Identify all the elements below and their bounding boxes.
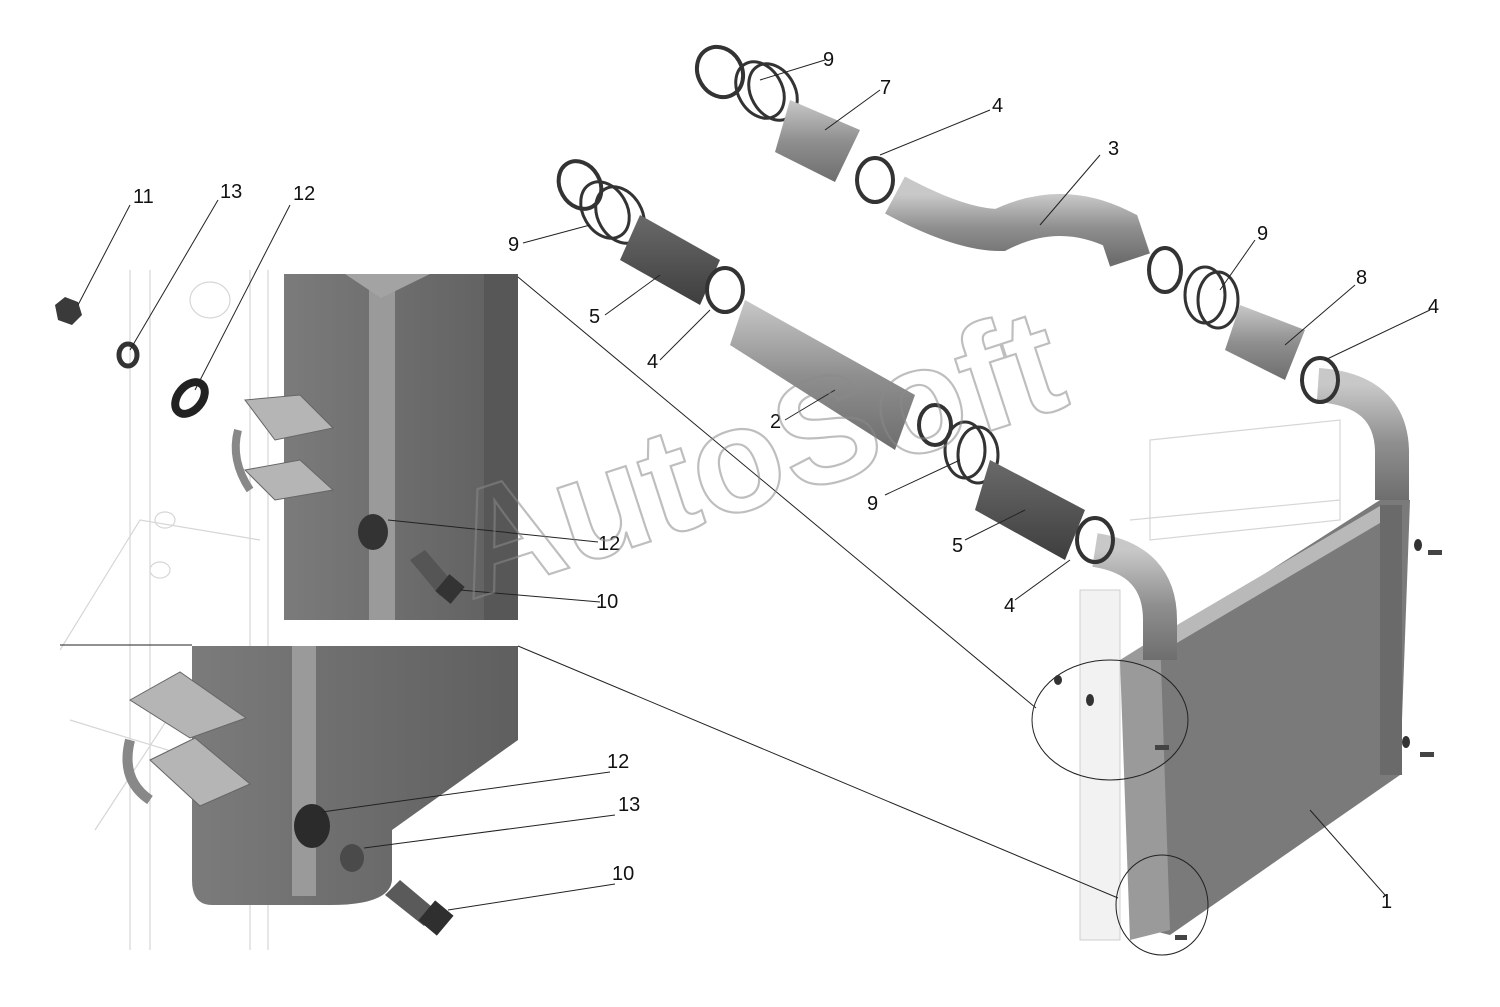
callout-12-top: 12 — [293, 183, 315, 205]
washer-part — [294, 804, 330, 848]
callout-3: 3 — [1108, 138, 1119, 160]
callout-13-detail-lower: 13 — [618, 794, 640, 816]
callout-2: 2 — [770, 411, 781, 433]
hose-assembly-upper — [694, 44, 1340, 404]
detail-circles — [60, 276, 1209, 956]
callout-9-mid: 9 — [867, 493, 878, 515]
callout-4-right: 4 — [1428, 296, 1439, 318]
core-fasteners — [1054, 539, 1442, 940]
detail-view-lower — [122, 646, 518, 936]
mounting-bracket — [231, 394, 335, 501]
callout-9-right: 9 — [1257, 223, 1268, 245]
callout-13-top: 13 — [220, 181, 242, 203]
callout-4-left: 4 — [647, 351, 658, 373]
mounting-bracket — [122, 671, 251, 807]
elbow-tube-right — [1316, 368, 1409, 500]
callout-9-left: 9 — [508, 234, 519, 256]
bolt-part — [385, 880, 454, 936]
callout-10-detail-lower: 10 — [612, 863, 634, 885]
callout-labels: 11 13 12 9 7 4 3 9 5 4 2 9 5 4 9 8 4 1 1… — [133, 49, 1439, 913]
hose-assembly-lower — [556, 159, 1115, 564]
washer-part — [358, 514, 388, 550]
callout-4-top: 4 — [992, 95, 1003, 117]
radiator-core — [1079, 419, 1410, 941]
nut-part — [55, 297, 82, 325]
callout-5-upper: 5 — [589, 306, 600, 328]
washer-part — [171, 378, 209, 418]
callout-1: 1 — [1381, 891, 1392, 913]
callout-4-mid: 4 — [1004, 595, 1015, 617]
callout-9-top: 9 — [823, 49, 834, 71]
washer-part — [340, 844, 364, 872]
bolt-part — [410, 550, 465, 604]
washer-part — [116, 341, 140, 369]
callout-7: 7 — [880, 77, 891, 99]
leader-lines — [77, 59, 1431, 911]
callout-5-lower: 5 — [952, 535, 963, 557]
callout-8: 8 — [1356, 267, 1367, 289]
detail-view-upper — [231, 274, 518, 620]
callout-10-detail-upper: 10 — [596, 591, 618, 613]
callout-12-detail-lower: 12 — [607, 751, 629, 773]
callout-12-detail-upper: 12 — [598, 533, 620, 555]
callout-11: 11 — [133, 186, 154, 208]
